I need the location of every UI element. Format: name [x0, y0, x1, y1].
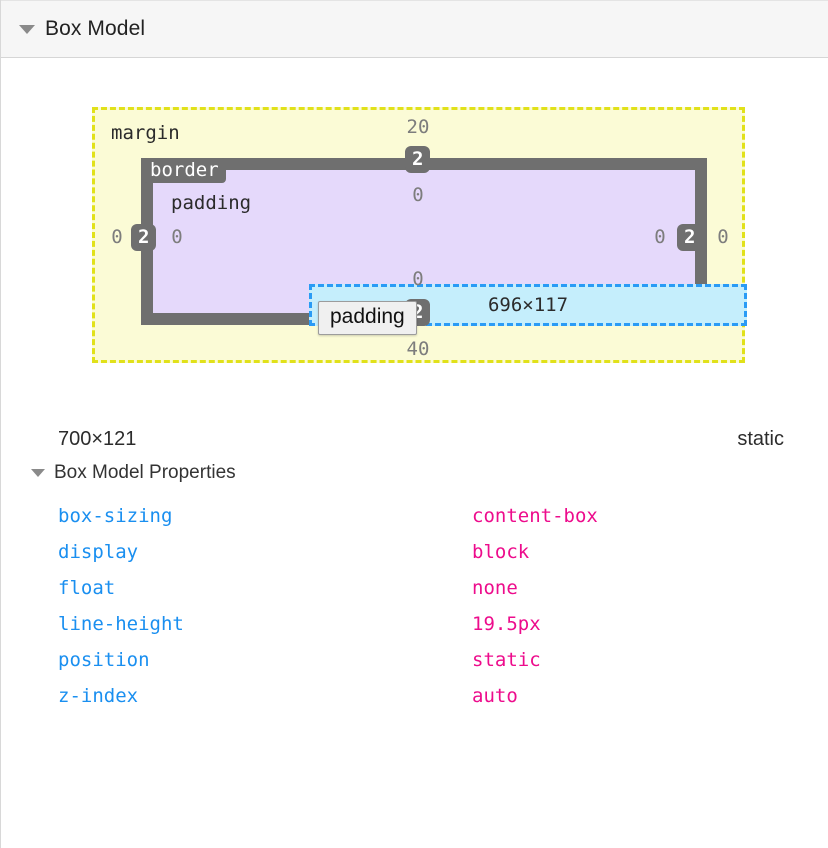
margin-bottom-value[interactable]: 40 — [406, 338, 430, 360]
margin-top-value[interactable]: 20 — [406, 116, 430, 138]
element-position: static — [737, 427, 784, 450]
table-row[interactable]: line-height 19.5px — [1, 606, 828, 642]
box-model-summary: 700×121 static — [1, 420, 828, 458]
property-name[interactable]: display — [58, 541, 139, 563]
triangle-down-icon[interactable] — [19, 24, 35, 34]
page-title: Box Model — [45, 17, 146, 40]
element-dimensions: 700×121 — [58, 427, 137, 450]
box-model-properties-header[interactable]: Box Model Properties — [31, 462, 236, 484]
region-tooltip: padding — [318, 301, 417, 335]
border-right-value[interactable]: 2 — [677, 224, 703, 251]
padding-left-value[interactable]: 0 — [171, 226, 183, 248]
table-row[interactable]: box-sizing content-box — [1, 498, 828, 534]
margin-right-value[interactable]: 0 — [717, 226, 729, 248]
padding-region-label: padding — [171, 192, 252, 214]
property-name[interactable]: line-height — [58, 613, 184, 635]
padding-bottom-value[interactable]: 0 — [412, 268, 424, 290]
triangle-down-icon[interactable] — [31, 469, 45, 477]
property-name[interactable]: float — [58, 577, 116, 599]
property-name[interactable]: position — [58, 649, 150, 671]
box-model-properties-list: box-sizing content-box display block flo… — [1, 498, 828, 714]
table-row[interactable]: position static — [1, 642, 828, 678]
content-dimensions-label: 696×117 — [487, 294, 569, 316]
table-row[interactable]: z-index auto — [1, 678, 828, 714]
table-row[interactable]: float none — [1, 570, 828, 606]
border-region-label: border — [143, 158, 226, 183]
property-value[interactable]: 19.5px — [472, 613, 541, 635]
border-left-value[interactable]: 2 — [131, 224, 157, 251]
margin-left-value[interactable]: 0 — [111, 226, 123, 248]
property-name[interactable]: z-index — [58, 685, 139, 707]
property-value[interactable]: content-box — [472, 505, 598, 527]
box-model-properties-title: Box Model Properties — [54, 462, 236, 483]
box-model-diagram: 696×117 margin border padding 20 2 0 0 2… — [1, 58, 828, 398]
box-model-header[interactable]: Box Model — [1, 0, 828, 58]
padding-right-value[interactable]: 0 — [654, 226, 666, 248]
property-value[interactable]: auto — [472, 685, 518, 707]
padding-top-value[interactable]: 0 — [412, 184, 424, 206]
table-row[interactable]: display block — [1, 534, 828, 570]
property-name[interactable]: box-sizing — [58, 505, 173, 527]
property-value[interactable]: none — [472, 577, 518, 599]
border-top-value[interactable]: 2 — [405, 146, 431, 173]
property-value[interactable]: static — [472, 649, 541, 671]
property-value[interactable]: block — [472, 541, 530, 563]
margin-region-label: margin — [111, 122, 180, 144]
